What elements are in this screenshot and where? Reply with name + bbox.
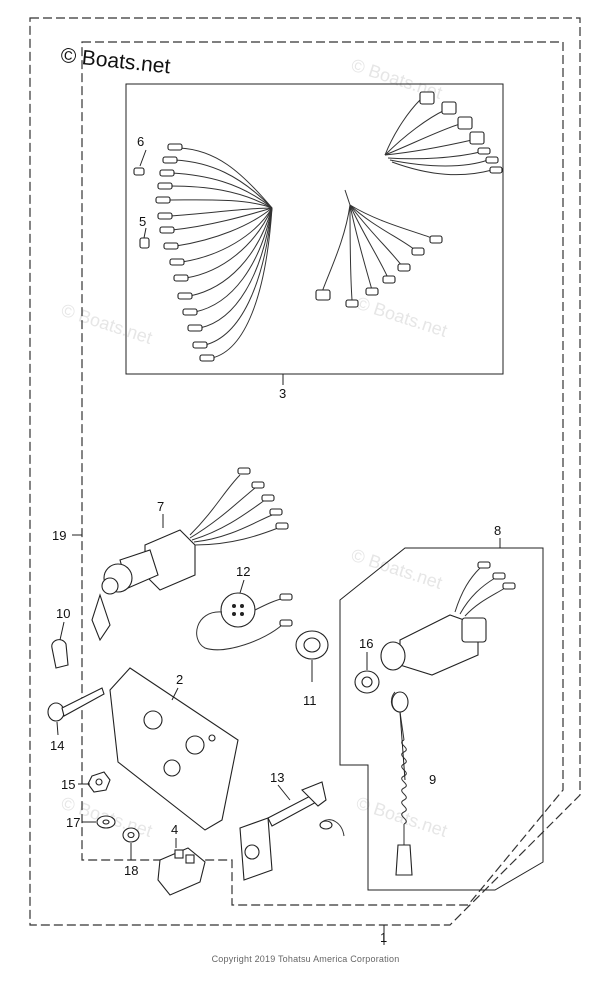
buzzer [196,592,293,651]
callout-17: 17 [66,815,80,830]
connector [157,847,206,896]
callout-14: 14 [50,738,64,753]
key-switch [91,467,289,642]
copyright-text: Copyright 2019 Tohatsu America Corporati… [211,954,400,964]
mounting-plate [109,667,239,831]
callout-labels: 6 5 3 7 8 19 12 10 16 2 11 14 9 13 15 17… [50,134,501,945]
screw [47,687,105,722]
wire-harness [133,91,503,362]
watermark-ghost: © Boats.net [59,300,155,348]
callout-6: 6 [137,134,144,149]
callout-9: 9 [429,772,436,787]
callout-18: 18 [124,863,138,878]
callout-4: 4 [171,822,178,837]
callout-16: 16 [359,636,373,651]
callout-13: 13 [270,770,284,785]
switch-box [339,547,544,891]
kit-outer-border [29,17,581,926]
callout-15: 15 [61,777,75,792]
bracket [239,781,345,881]
callout-19: 19 [52,528,66,543]
callout-10: 10 [56,606,70,621]
harness-box [125,83,504,375]
clip [51,639,69,669]
watermark-ghost: © Boats.net [349,545,445,593]
callout-12: 12 [236,564,250,579]
callout-1: 1 [380,930,387,945]
stop-switch [380,561,516,676]
callout-8: 8 [494,523,501,538]
callout-7: 7 [157,499,164,514]
callout-11: 11 [303,693,317,708]
watermark-ghost: © Boats.net [354,293,450,341]
terminal-part-6 [133,167,145,176]
assembly-inner-border [81,41,564,906]
nut [87,771,111,793]
callout-3: 3 [279,386,286,401]
callout-2: 2 [176,672,183,687]
callout-5: 5 [139,214,146,229]
lanyard-cord [390,691,413,876]
leader-lines [56,149,501,945]
terminal-part-5 [139,237,150,249]
